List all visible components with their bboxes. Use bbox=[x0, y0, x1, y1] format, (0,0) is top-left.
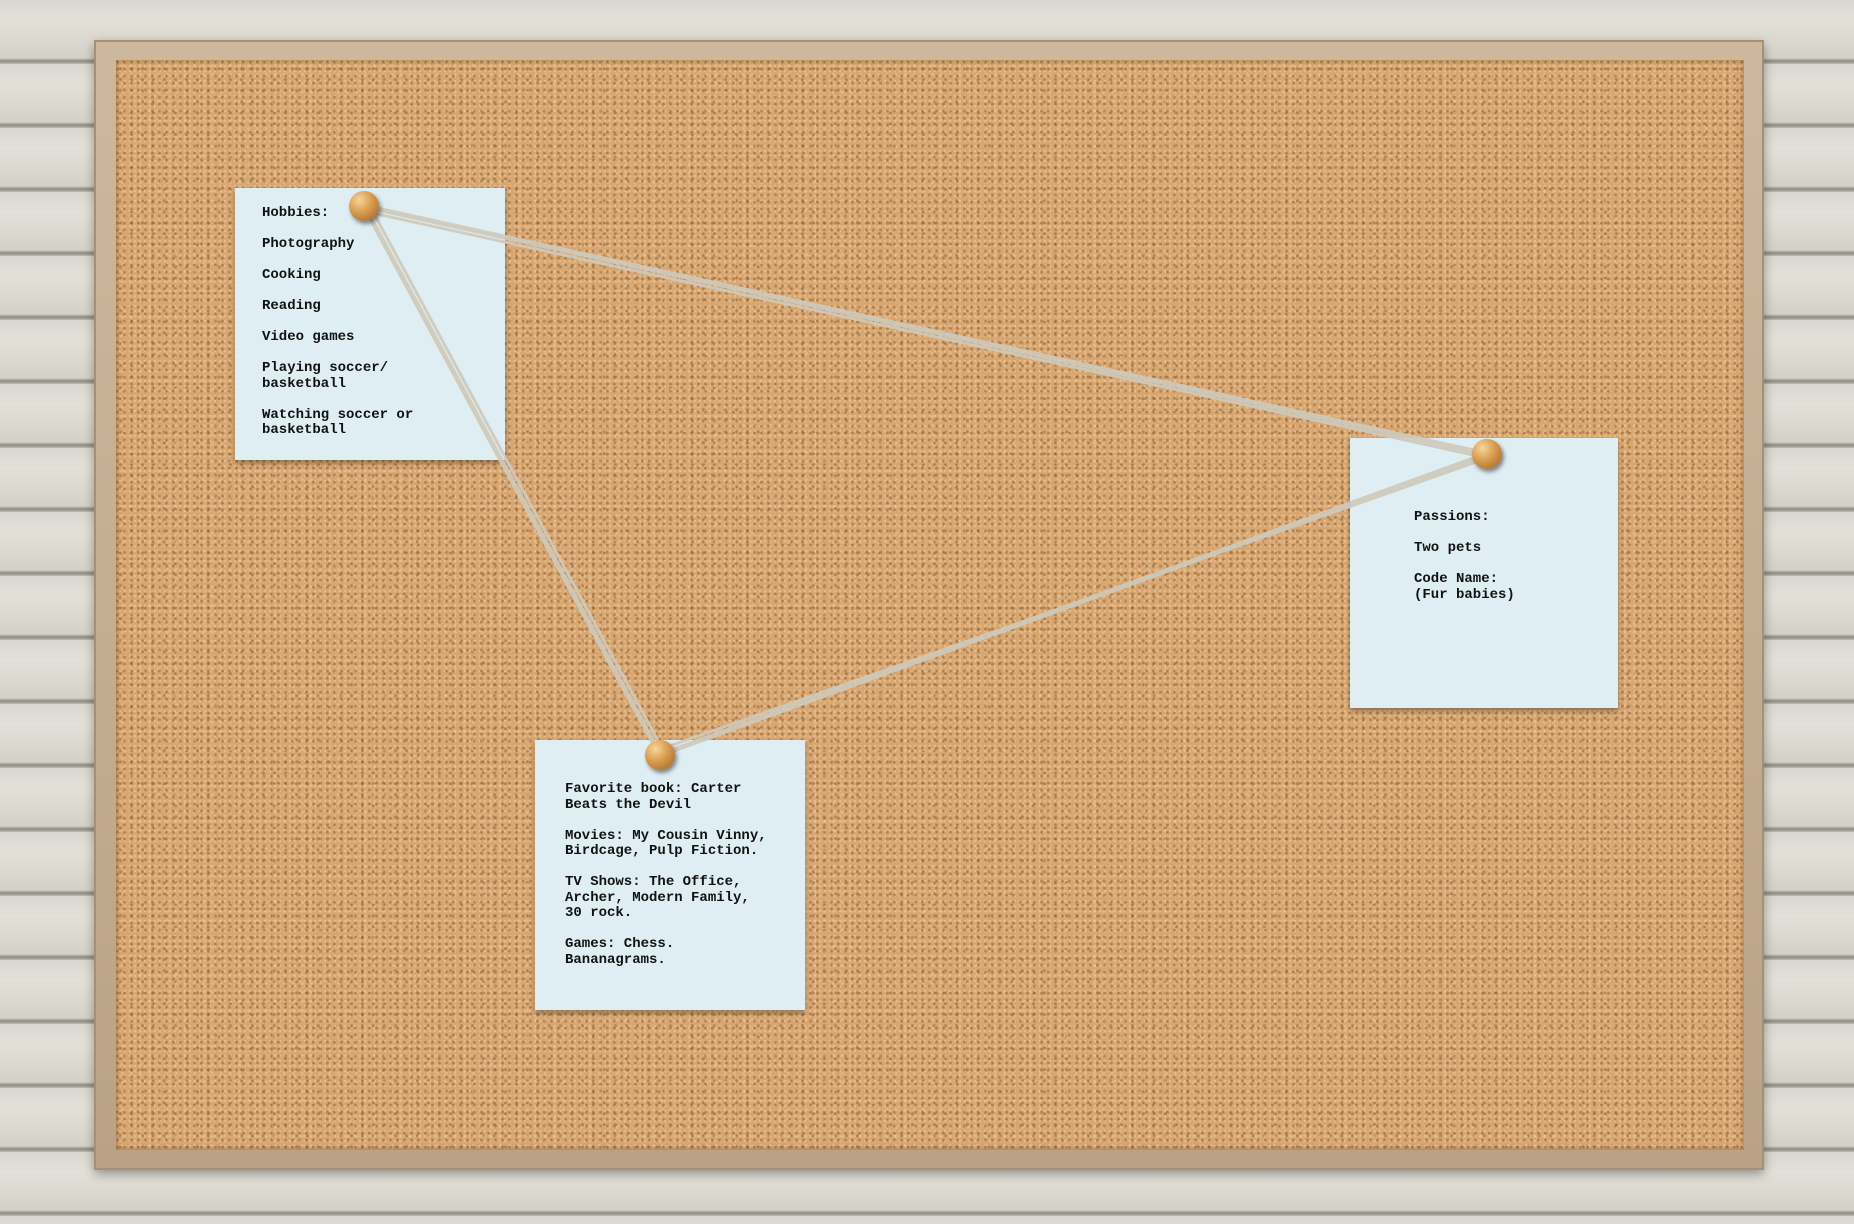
note-passions: Passions: Two pets Code Name: (Fur babie… bbox=[1350, 438, 1618, 708]
hobbies-title: Hobbies: bbox=[262, 205, 330, 221]
favorite-movies: Movies: My Cousin Vinny, Birdcage, Pulp … bbox=[565, 827, 767, 859]
note-favorites: Favorite book: Carter Beats the Devil Mo… bbox=[535, 740, 805, 1010]
passion-item: Two pets bbox=[1414, 540, 1482, 556]
favorite-games: Games: Chess. Bananagrams. bbox=[565, 936, 675, 968]
passion-item: Code Name: (Fur babies) bbox=[1414, 571, 1515, 603]
hobby-item: Playing soccer/ basketball bbox=[262, 360, 389, 392]
hobby-item: Watching soccer or basketball bbox=[262, 406, 414, 438]
pushpin-icon bbox=[349, 191, 379, 221]
passions-title: Passions: bbox=[1414, 509, 1490, 525]
favorite-tv-shows: TV Shows: The Office, Archer, Modern Fam… bbox=[565, 874, 750, 921]
hobby-item: Photography bbox=[262, 236, 355, 252]
hobby-item: Video games bbox=[262, 329, 355, 345]
favorite-book: Favorite book: Carter Beats the Devil bbox=[565, 781, 742, 813]
hobby-item: Cooking bbox=[262, 267, 321, 283]
pushpin-icon bbox=[1472, 439, 1502, 469]
note-hobbies: Hobbies: Photography Cooking Reading Vid… bbox=[235, 188, 505, 460]
pushpin-icon bbox=[645, 740, 675, 770]
hobby-item: Reading bbox=[262, 298, 321, 314]
